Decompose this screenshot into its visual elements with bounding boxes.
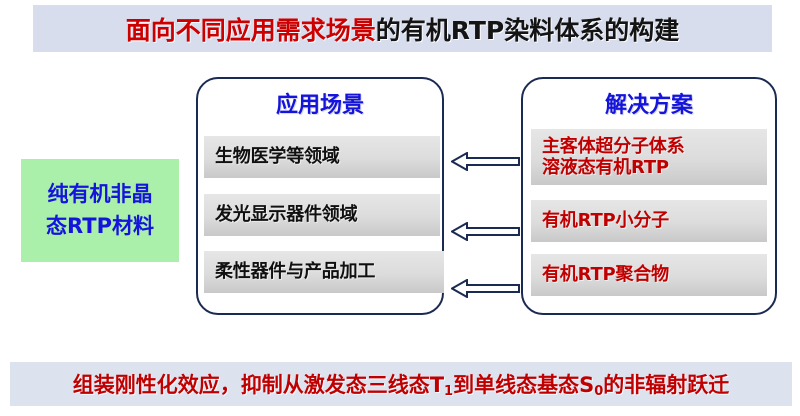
scenario-item-2-label: 柔性器件与产品加工 — [215, 261, 376, 283]
scenario-item-1[interactable]: 发光显示器件领域 — [204, 194, 440, 236]
scenario-item-2[interactable]: 柔性器件与产品加工 — [204, 251, 444, 293]
material-box-line-1: 纯有机非晶 — [47, 181, 153, 206]
left-arrow-icon-0 — [451, 152, 520, 171]
left-arrow-icon-1 — [451, 222, 520, 241]
bottom-caption-segment-3: 的非辐射跃迁 — [603, 373, 730, 397]
application-scenarios-panel: 应用场景 生物医学等领域 发光显示器件领域 柔性器件与产品加工 — [196, 77, 444, 315]
solution-item-1[interactable]: 有机RTP小分子 — [531, 200, 767, 242]
scenarios-panel-title: 应用场景 — [275, 93, 364, 118]
bottom-caption-subscript-2: 0 — [594, 384, 604, 400]
scenario-item-1-label: 发光显示器件领域 — [215, 204, 358, 226]
solution-item-2[interactable]: 有机RTP聚合物 — [531, 254, 767, 296]
page-title-red-segment: 面向不同应用需求场景 — [125, 15, 376, 45]
solution-item-1-label: 有机RTP小分子 — [542, 210, 669, 232]
bottom-caption-segment-1: 组装刚性化效应，抑制从激发态三线态T — [72, 373, 445, 397]
bottom-caption-subscript-1: 1 — [444, 384, 454, 400]
left-arrow-icon-2 — [451, 279, 520, 298]
page-title: 面向不同应用需求场景的有机RTP染料体系的构建 — [33, 5, 772, 52]
material-box-line-2: 态RTP材料 — [46, 213, 154, 238]
bottom-caption: 组装刚性化效应，抑制从激发态三线态T1到单线态基态S0的非辐射跃迁 — [73, 369, 730, 399]
bottom-caption-banner: 组装刚性化效应，抑制从激发态三线态T1到单线态基态S0的非辐射跃迁 — [10, 362, 792, 406]
solutions-panel-title: 解决方案 — [604, 93, 693, 118]
solution-item-0[interactable]: 主客体超分子体系 溶液态有机RTP — [531, 129, 767, 185]
solution-item-0-label: 主客体超分子体系 溶液态有机RTP — [542, 135, 685, 178]
page-title-black-segment: 的有机RTP染料体系的构建 — [375, 15, 680, 45]
material-highlight-box: 纯有机非晶 态RTP材料 — [21, 159, 179, 262]
scenario-item-0-label: 生物医学等领域 — [215, 146, 340, 168]
solution-item-2-label: 有机RTP聚合物 — [542, 264, 669, 286]
bottom-caption-segment-2: 到单线态基态S — [453, 373, 595, 397]
title-banner: 面向不同应用需求场景的有机RTP染料体系的构建 — [33, 5, 772, 52]
scenario-item-0[interactable]: 生物医学等领域 — [204, 136, 440, 178]
solutions-panel: 解决方案 主客体超分子体系 溶液态有机RTP 有机RTP小分子 有机RTP聚合物 — [521, 77, 777, 315]
